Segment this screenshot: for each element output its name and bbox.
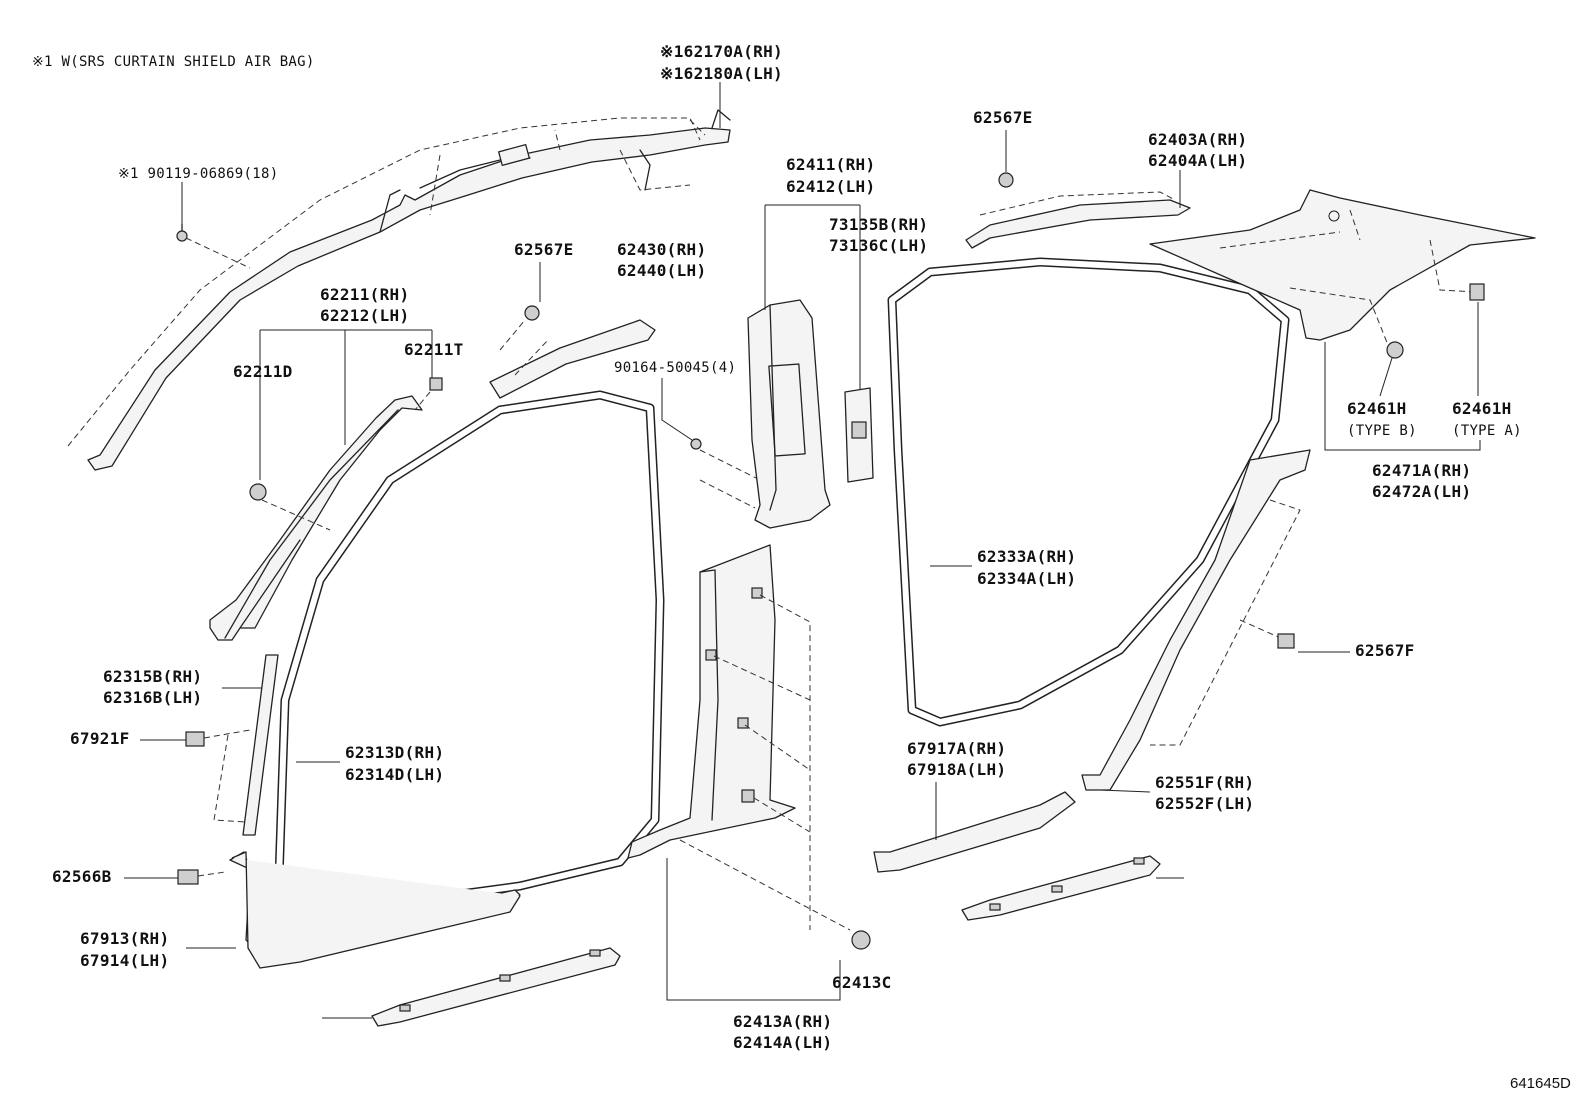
- bolt-90119-icon: [176, 223, 251, 269]
- label-62472a-lh: 62472A(LH): [1372, 482, 1471, 501]
- label-62334a-lh: 62334A(LH): [977, 569, 1076, 588]
- airbag-note: ※1 W(SRS CURTAIN SHIELD AIR BAG): [32, 54, 315, 70]
- clip-62566b-icon: [177, 869, 226, 885]
- curtain-airbag-assembly: [67, 109, 731, 471]
- label-62411-rh: 62411(RH): [786, 155, 875, 174]
- clip-62211d-icon: [249, 483, 267, 501]
- figure-id: 641645D: [1510, 1075, 1571, 1092]
- label-62413c: 62413C: [832, 973, 892, 992]
- front-door-scuff-plate: [229, 851, 521, 969]
- rear-sill-plate: [961, 855, 1161, 921]
- front-pillar-garnish: [209, 395, 423, 641]
- label-62212-lh: 62212(LH): [320, 306, 409, 325]
- label-62413a-rh: 62413A(RH): [733, 1012, 832, 1031]
- rear-door-scuff-plate: [873, 791, 1076, 873]
- roof-side-inner-trim: [1149, 189, 1536, 359]
- clip-62211t-icon: [414, 377, 443, 411]
- label-62313d-rh: 62313D(RH): [345, 743, 444, 762]
- label-90119-06869: ※1 90119-06869(18): [118, 166, 278, 182]
- label-62461h-type-b: 62461H: [1347, 399, 1407, 418]
- center-pillar-upper-garnish: [747, 299, 831, 529]
- label-62567f: 62567F: [1355, 641, 1415, 660]
- label-62551f-rh: 62551F(RH): [1155, 773, 1254, 792]
- roof-side-garnish: [489, 305, 656, 399]
- label-62461h-type-b-note: (TYPE B): [1347, 423, 1417, 439]
- door-weatherstrip-62315: [213, 654, 279, 836]
- label-62414a-lh: 62414A(LH): [733, 1033, 832, 1052]
- roof-rail-garnish-rear: [965, 172, 1191, 249]
- label-62211-rh: 62211(RH): [320, 285, 409, 304]
- label-162170a-rh: ※162170A(RH): [660, 42, 783, 61]
- label-62314d-lh: 62314D(LH): [345, 765, 444, 784]
- label-62566b: 62566B: [52, 867, 112, 886]
- label-73136c-lh: 73136C(LH): [829, 236, 928, 255]
- label-90164-50045: 90164-50045(4): [614, 360, 736, 376]
- label-62211d: 62211D: [233, 362, 293, 381]
- screw-90164-icon: [690, 438, 761, 509]
- label-67921f: 67921F: [70, 729, 130, 748]
- quarter-lower-trim: [1081, 449, 1311, 791]
- label-67913-rh: 67913(RH): [80, 929, 169, 948]
- rear-door-opening-trim: [887, 257, 1290, 727]
- label-62440-lh: 62440(LH): [617, 261, 706, 280]
- center-pillar-lower-garnish: [627, 544, 851, 931]
- label-62461h-type-a: 62461H: [1452, 399, 1512, 418]
- label-62403a-rh: 62403A(RH): [1148, 130, 1247, 149]
- label-67914-lh: 67914(LH): [80, 951, 169, 970]
- label-62471a-rh: 62471A(RH): [1372, 461, 1471, 480]
- label-62412-lh: 62412(LH): [786, 177, 875, 196]
- label-67917a-rh: 67917A(RH): [907, 739, 1006, 758]
- label-62567e-left: 62567E: [514, 240, 574, 259]
- label-62461h-type-a-note: (TYPE A): [1452, 423, 1522, 439]
- seatbelt-cover: [844, 387, 874, 483]
- clip-67921f-icon: [185, 729, 251, 747]
- label-62333a-rh: 62333A(RH): [977, 547, 1076, 566]
- label-62567e-right: 62567E: [973, 108, 1033, 127]
- label-73135b-rh: 73135B(RH): [829, 215, 928, 234]
- label-162180a-lh: ※162180A(LH): [660, 64, 783, 83]
- front-sill-plate: [371, 947, 621, 1027]
- label-67918a-lh: 67918A(LH): [907, 760, 1006, 779]
- label-62316b-lh: 62316B(LH): [103, 688, 202, 707]
- label-62430-rh: 62430(RH): [617, 240, 706, 259]
- label-62315b-rh: 62315B(RH): [103, 667, 202, 686]
- clip-62413c-icon: [851, 930, 871, 950]
- label-62404a-lh: 62404A(LH): [1148, 151, 1247, 170]
- label-62211t: 62211T: [404, 340, 464, 359]
- label-62552f-lh: 62552F(LH): [1155, 794, 1254, 813]
